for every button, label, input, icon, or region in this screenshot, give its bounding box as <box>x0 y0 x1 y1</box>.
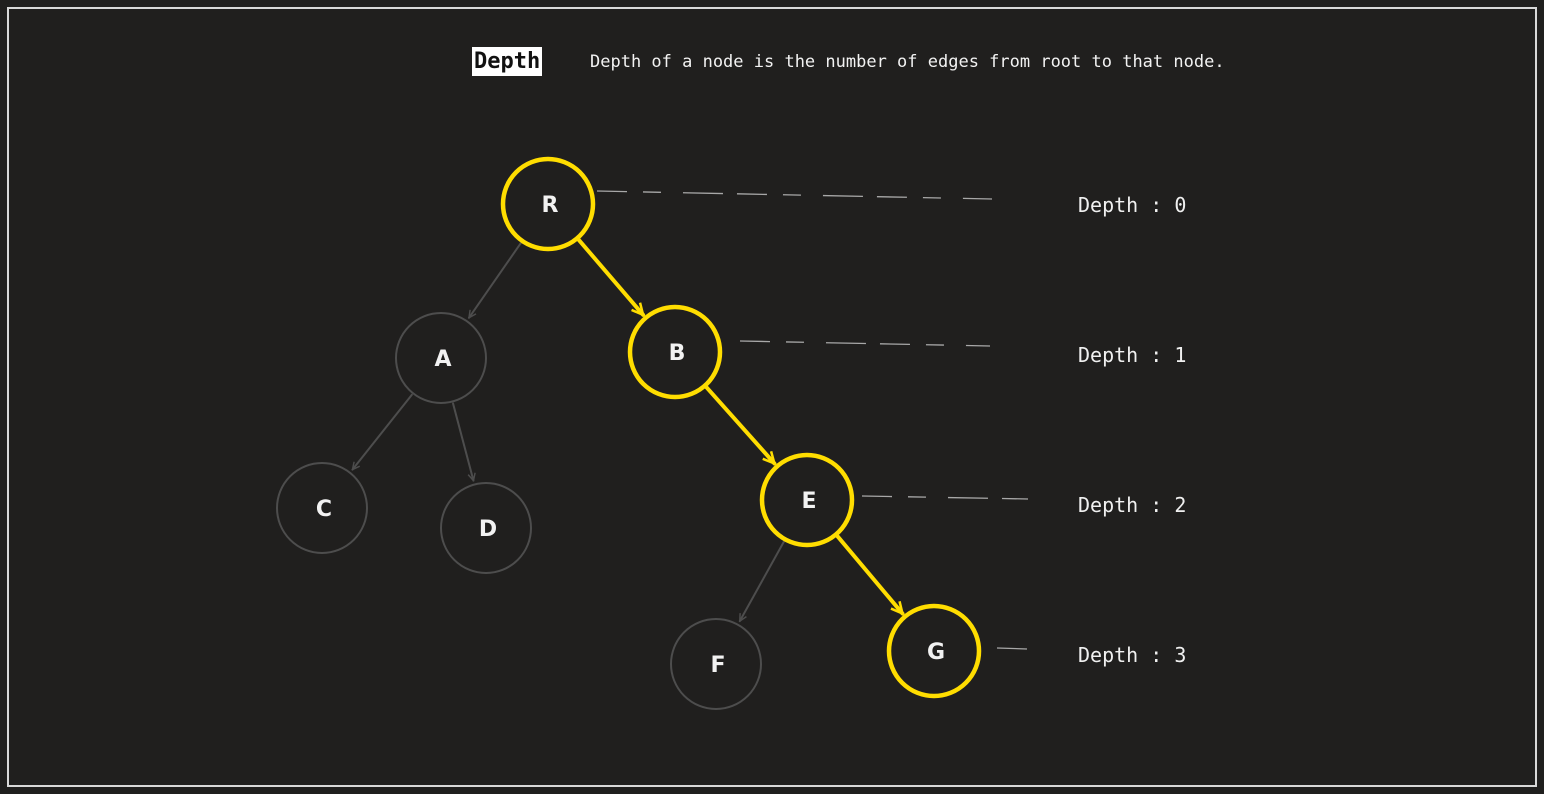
depth-guide-lines <box>596 190 1029 650</box>
node-circle-D <box>440 482 532 574</box>
edge-A-C <box>352 393 413 470</box>
depth-label-1: Depth : 1 <box>1078 343 1187 367</box>
edge-R-A <box>467 241 523 318</box>
tree-nodes: R A B C D E F G <box>276 156 982 710</box>
node-circle-F <box>670 618 762 710</box>
node-E: E <box>759 452 855 548</box>
node-label-R: R <box>542 193 559 218</box>
node-G: G <box>886 603 982 699</box>
edge-R-B <box>576 237 646 315</box>
node-label-C: C <box>316 497 332 522</box>
tree-edges <box>352 237 905 621</box>
node-A: A <box>395 312 487 404</box>
depth-label-3: Depth : 3 <box>1078 643 1187 667</box>
depth-guide-line-2 <box>861 495 1029 500</box>
edge-E-G <box>835 533 905 614</box>
node-circle-E <box>759 452 855 548</box>
node-circle-B <box>627 304 723 400</box>
node-D: D <box>440 482 532 574</box>
depth-guide-line-3 <box>996 647 1029 650</box>
node-R: R <box>500 156 596 252</box>
depth-guide-line-0 <box>596 190 993 200</box>
node-label-B: B <box>669 341 686 366</box>
edge-B-E <box>704 385 777 463</box>
node-label-F: F <box>710 653 725 678</box>
edge-A-D <box>452 402 473 480</box>
node-circle-G <box>886 603 982 699</box>
node-label-D: D <box>479 517 497 542</box>
depth-label-2: Depth : 2 <box>1078 493 1187 517</box>
depth-definition: Depth of a node is the number of edges f… <box>590 52 1225 72</box>
node-label-G: G <box>927 640 945 665</box>
node-label-A: A <box>434 347 451 372</box>
node-B: B <box>627 304 723 400</box>
canvas-border <box>7 7 1537 787</box>
node-circle-A <box>395 312 487 404</box>
node-circle-R <box>500 156 596 252</box>
node-F: F <box>670 618 762 710</box>
edge-E-F <box>738 540 786 621</box>
node-circle-C <box>276 462 368 554</box>
node-C: C <box>276 462 368 554</box>
depth-guide-line-1 <box>739 340 991 347</box>
node-label-E: E <box>801 489 816 514</box>
depth-label-0: Depth : 0 <box>1078 193 1187 217</box>
page-title: Depth <box>472 47 543 76</box>
